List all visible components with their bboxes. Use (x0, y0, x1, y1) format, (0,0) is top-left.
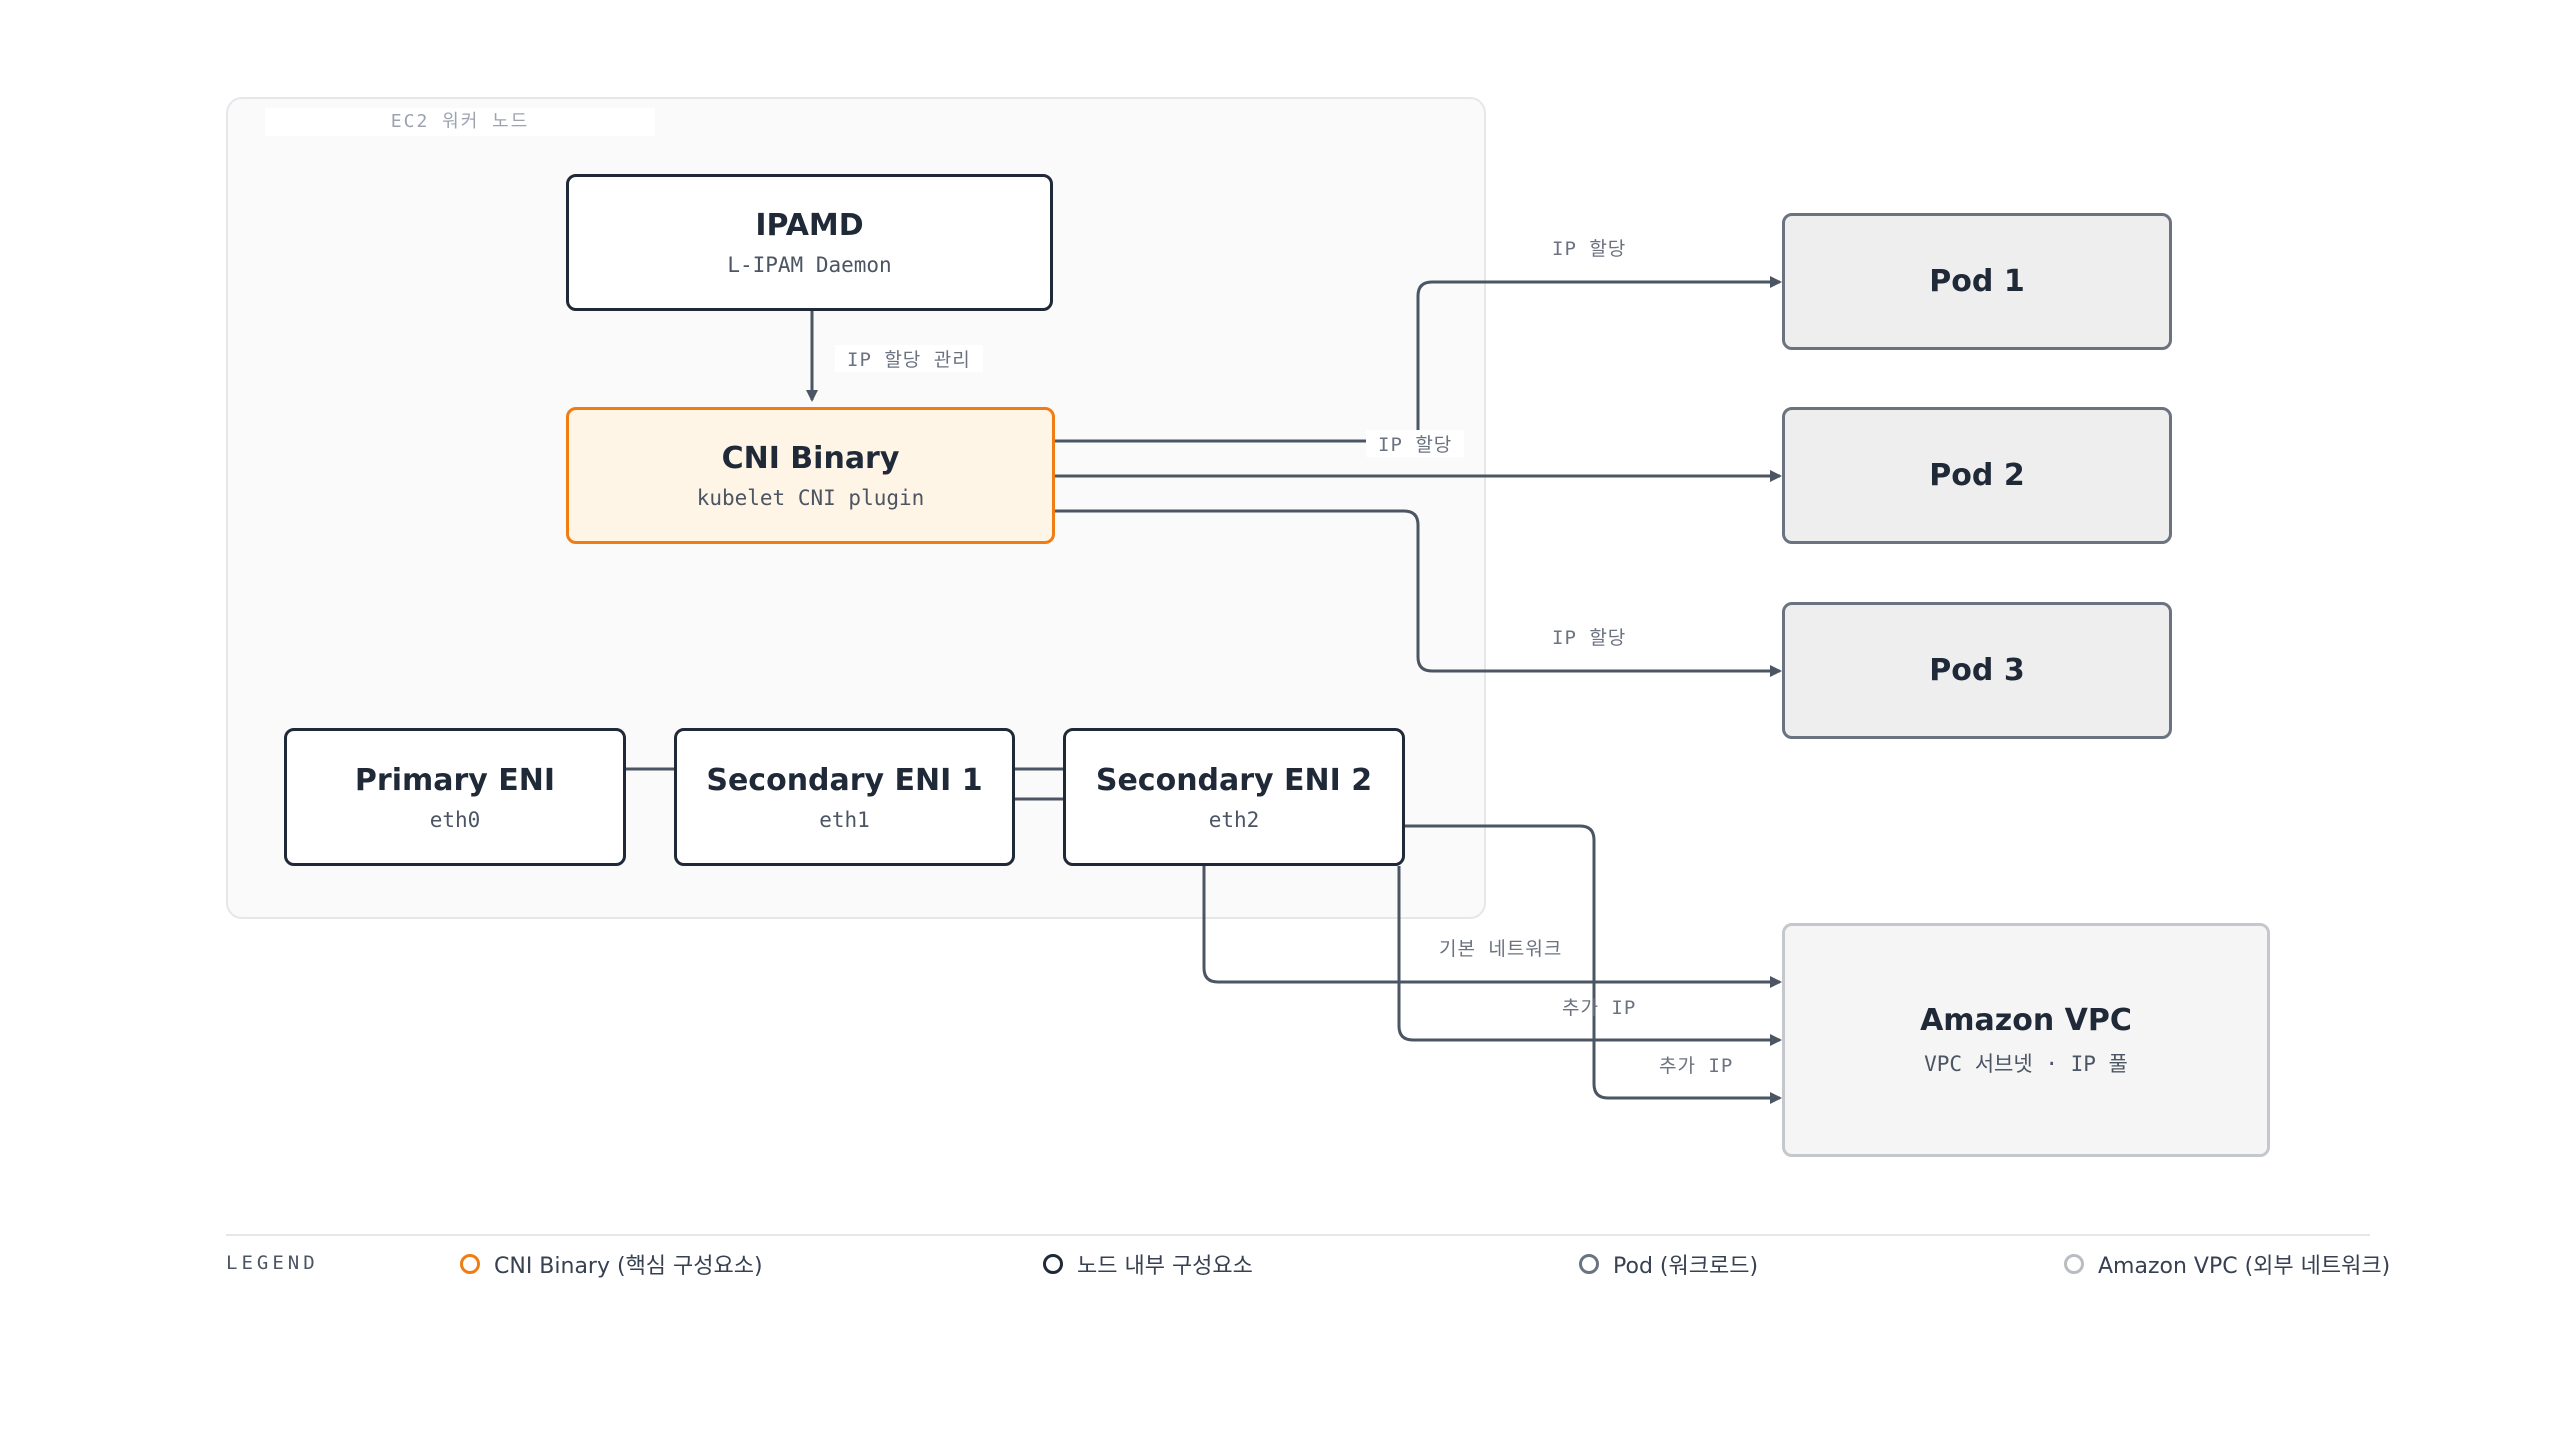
primary-eni-title: Primary ENI (354, 762, 556, 798)
secondary-eni-2-subtitle: eth2 (1208, 807, 1260, 832)
edge-label-pod3: IP 할당 (1552, 627, 1627, 649)
legend-cni-dot-icon (460, 1254, 480, 1274)
cni-binary-node[interactable]: CNI Binary kubelet CNI plugin (566, 407, 1055, 544)
ipamd-node[interactable]: IPAMD L-IPAM Daemon (566, 174, 1053, 311)
secondary-eni-1-title: Secondary ENI 1 (706, 762, 983, 798)
legend-title: LEGEND (226, 1252, 319, 1274)
pod-2-node[interactable]: Pod 2 (1782, 407, 2172, 544)
legend-pod-dot-icon (1579, 1254, 1599, 1274)
legend-vpc-label: Amazon VPC (외부 네트워크) (2098, 1254, 2391, 1279)
edge-eni2-vpc-base (1202, 866, 1782, 988)
legend-item-pod: Pod (워크로드) (1579, 1248, 1758, 1280)
secondary-eni-2-node[interactable]: Secondary ENI 2 eth2 (1063, 728, 1405, 866)
amazon-vpc-subtitle: VPC 서브넷 · IP 풀 (1924, 1051, 2128, 1076)
legend-pod-label: Pod (워크로드) (1613, 1254, 1759, 1279)
edge-label-extra-ip-1: 추가 IP (1562, 997, 1637, 1019)
primary-eni-subtitle: eth0 (429, 807, 481, 832)
edge-cni-to-pod1 (1055, 276, 1782, 443)
edge-label-pod2: IP 할당 (1366, 430, 1465, 457)
secondary-eni-2-title: Secondary ENI 2 (1095, 762, 1373, 798)
secondary-eni-1-node[interactable]: Secondary ENI 1 eth1 (674, 728, 1015, 866)
legend-cni-label: CNI Binary (핵심 구성요소) (494, 1254, 763, 1279)
edge-label-extra-ip-2: 추가 IP (1659, 1055, 1734, 1077)
legend-internal-label: 노드 내부 구성요소 (1077, 1254, 1253, 1279)
pod-2-title: Pod 2 (1929, 458, 2025, 493)
legend-internal-dot-icon (1043, 1254, 1063, 1274)
legend-item-cni: CNI Binary (핵심 구성요소) (460, 1248, 763, 1280)
ipamd-title: IPAMD (755, 208, 864, 243)
pod-1-title: Pod 1 (1929, 264, 2025, 299)
amazon-vpc-title: Amazon VPC (1920, 1002, 2132, 1038)
legend-vpc-dot-icon (2064, 1254, 2084, 1274)
legend-item-vpc: Amazon VPC (외부 네트워크) (2064, 1248, 2390, 1280)
primary-eni-node[interactable]: Primary ENI eth0 (284, 728, 626, 866)
secondary-eni-1-subtitle: eth1 (819, 807, 870, 832)
cni-binary-subtitle: kubelet CNI plugin (696, 486, 925, 510)
edge-eni2-vpc-extra1 (1397, 866, 1782, 1046)
edge-eni2-vpc-extra2 (1405, 824, 1782, 1104)
edge-label-base-network: 기본 네트워크 (1439, 938, 1563, 960)
edge-cni-to-pod3 (1055, 509, 1782, 677)
pod-3-node[interactable]: Pod 3 (1782, 602, 2172, 739)
ipamd-subtitle: L-IPAM Daemon (727, 253, 892, 277)
cni-binary-title: CNI Binary (721, 441, 900, 476)
pod-1-node[interactable]: Pod 1 (1782, 213, 2172, 350)
legend-item-internal: 노드 내부 구성요소 (1043, 1248, 1253, 1280)
edge-label-ipam-mgmt: IP 할당 관리 (835, 345, 983, 372)
ec2-worker-node-label: EC2 워커 노드 (265, 108, 655, 136)
pod-3-title: Pod 3 (1929, 653, 2025, 688)
amazon-vpc-node[interactable]: Amazon VPC VPC 서브넷 · IP 풀 (1782, 923, 2270, 1157)
edge-label-pod1: IP 할당 (1552, 238, 1627, 260)
